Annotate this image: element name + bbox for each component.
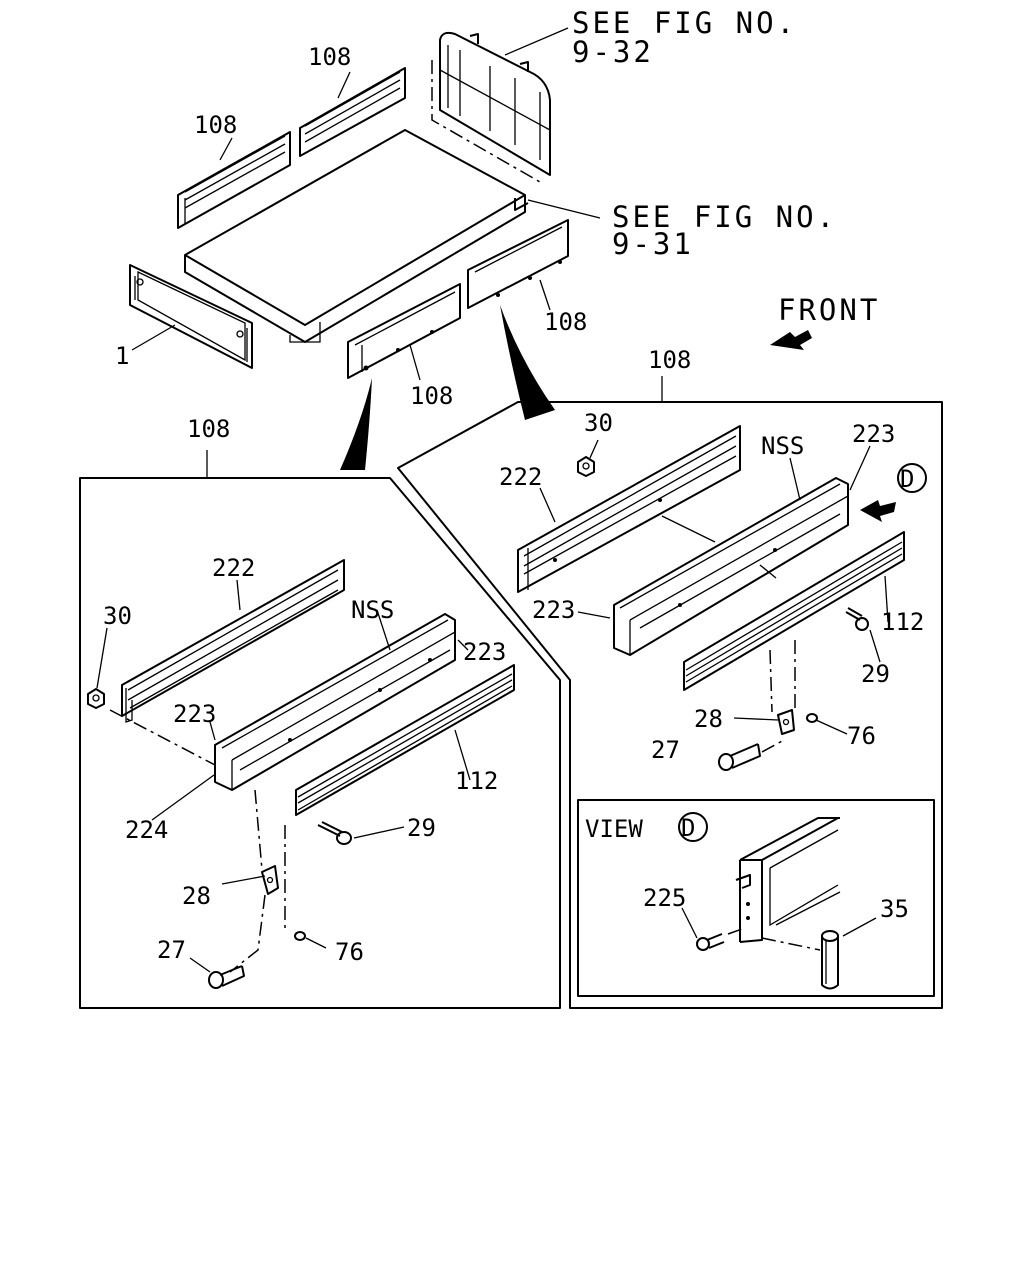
bed-floor	[184, 129, 529, 343]
view-d-title: VIEW	[585, 815, 643, 843]
view-d-title-marker	[678, 812, 708, 842]
left-label-rail: 222	[212, 554, 255, 582]
right-detail-title: 108	[648, 346, 691, 374]
left-detail-title: 108	[187, 415, 230, 443]
right-label-nut: 30	[584, 409, 613, 437]
view-d-box	[577, 799, 935, 997]
ref-fig-9-32-line2: 9-32	[572, 35, 654, 69]
side-gate-bottom-left	[347, 283, 461, 379]
view-d-label-hinge: 35	[880, 895, 909, 923]
right-bracket-28	[777, 709, 795, 735]
left-pin-27-icon	[208, 965, 245, 989]
right-label-bracket: 28	[694, 705, 723, 733]
right-bolt-29-icon	[845, 607, 869, 631]
side-gate-top-left	[177, 131, 291, 229]
right-trim-112	[683, 531, 905, 691]
right-pin-27-icon	[718, 743, 761, 771]
left-label-hook-left: 223	[173, 700, 216, 728]
left-label-bolt: 29	[407, 814, 436, 842]
left-label-trim: 112	[455, 767, 498, 795]
left-bracket-28	[261, 865, 279, 895]
right-label-hook-top: 223	[852, 420, 895, 448]
left-trim-112	[295, 664, 515, 816]
right-washer-76-icon	[806, 713, 818, 723]
left-nut-30-icon	[87, 688, 105, 709]
right-detail-box	[397, 376, 943, 1009]
left-label-plate: 224	[125, 816, 168, 844]
left-label-washer: 76	[335, 938, 364, 966]
ref-fig-9-31-line2: 9-31	[612, 227, 694, 261]
ref-fig-9-31-line1: SEE FIG NO.	[612, 200, 837, 234]
tail-gate	[129, 264, 253, 369]
label-gate-bottom-right: 108	[544, 308, 587, 336]
screw-225-icon	[696, 933, 725, 951]
left-bolt-29-icon	[317, 821, 352, 845]
hinge-35-icon	[821, 930, 839, 990]
left-washer-76-icon	[294, 931, 306, 941]
left-label-nut: 30	[103, 602, 132, 630]
label-gate-bottom-left: 108	[410, 382, 453, 410]
right-label-panel: NSS	[761, 432, 804, 460]
label-gate-top-left: 108	[194, 111, 237, 139]
right-label-pin: 27	[651, 736, 680, 764]
headboard	[431, 31, 551, 183]
label-gate-top-right: 108	[308, 43, 351, 71]
label-tail-gate: 1	[115, 342, 129, 370]
right-panel-nss	[613, 477, 849, 656]
view-d-label-screw: 225	[643, 884, 686, 912]
left-panel-nss	[214, 613, 456, 791]
right-label-trim: 112	[881, 608, 924, 636]
left-detail-box	[79, 450, 561, 1009]
side-gate-top-right	[299, 67, 406, 157]
right-nut-30-icon	[577, 456, 595, 477]
view-d-title-letter: D	[681, 814, 695, 842]
right-label-washer: 76	[847, 722, 876, 750]
right-label-bolt: 29	[861, 660, 890, 688]
ref-fig-9-32-line1: SEE FIG NO.	[572, 6, 797, 40]
right-label-rail: 222	[499, 463, 542, 491]
side-gate-bottom-right	[467, 219, 569, 309]
view-d-marker	[897, 463, 927, 493]
left-label-pin: 27	[157, 936, 186, 964]
right-view-marker-letter: D	[900, 465, 914, 493]
left-label-hook-right: 223	[463, 638, 506, 666]
front-arrow-icon	[770, 330, 812, 350]
right-rail-222	[517, 425, 741, 593]
view-d-arrow-icon	[860, 500, 896, 522]
truck-bed-overview	[129, 27, 601, 470]
left-label-panel: NSS	[351, 596, 394, 624]
right-label-hook-left: 223	[532, 596, 575, 624]
left-label-bracket: 28	[182, 882, 211, 910]
front-label: FRONT	[778, 293, 880, 327]
left-rail-222	[121, 559, 345, 723]
